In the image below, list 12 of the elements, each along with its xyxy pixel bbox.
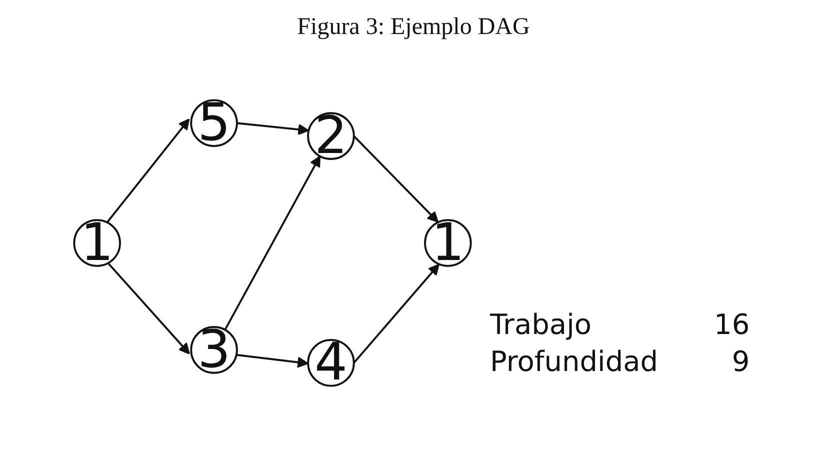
arrow [236, 122, 310, 136]
arrow [106, 118, 190, 223]
arrow [107, 262, 190, 354]
metric-name: Profundidad [490, 344, 658, 380]
arrow [353, 264, 440, 364]
metric-name: Trabajo [490, 307, 592, 343]
arrow [353, 135, 439, 223]
arrow [236, 354, 309, 368]
metric-value: 16 [714, 307, 750, 343]
figure-title: Figura 3: Ejemplo DAG [297, 14, 530, 40]
metric-value: 9 [730, 344, 750, 380]
arrow [224, 156, 320, 330]
